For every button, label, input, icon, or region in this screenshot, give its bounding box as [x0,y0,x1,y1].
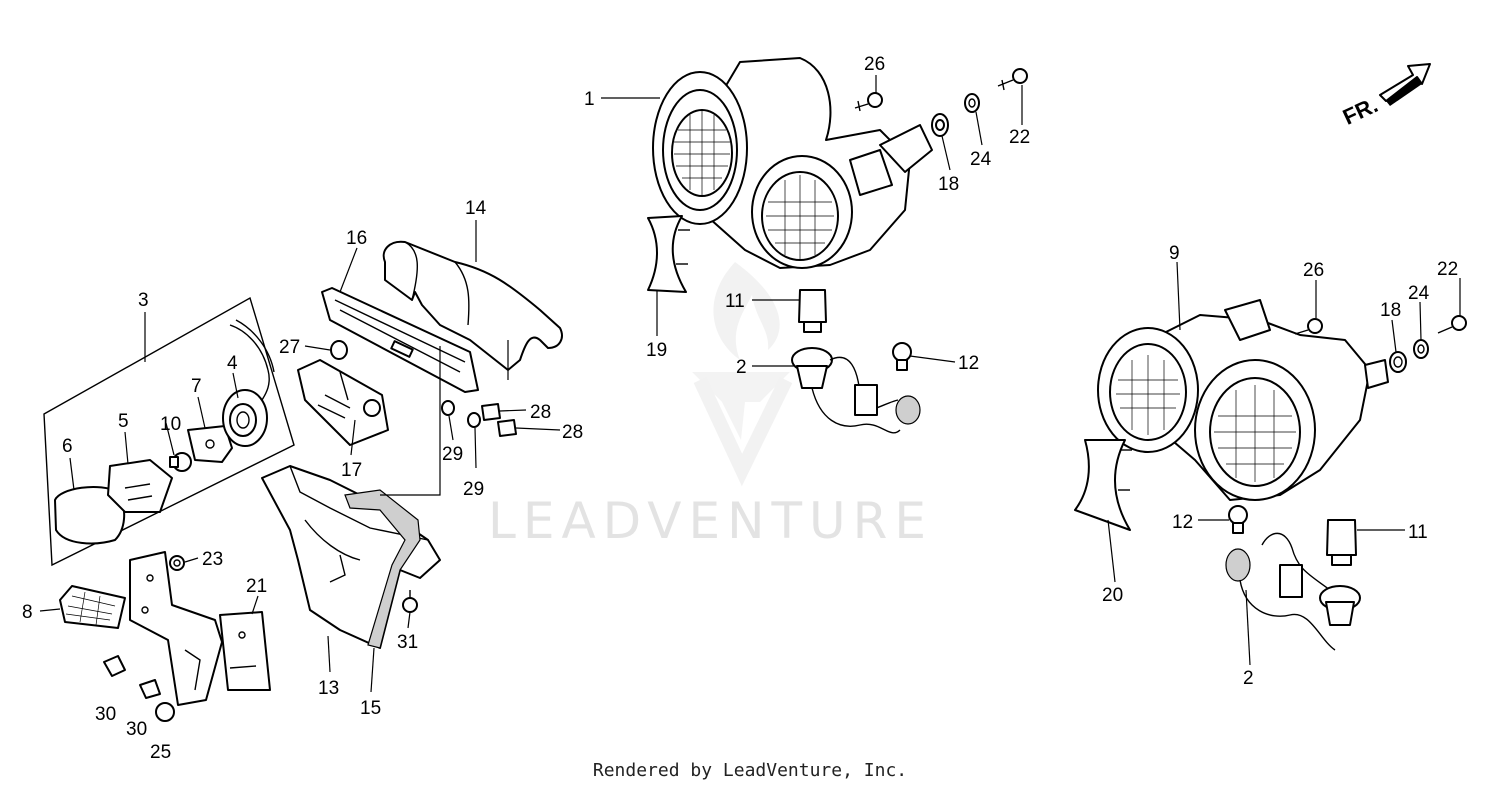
callout-26: 26 [1303,260,1324,281]
callout-28: 28 [530,402,551,423]
callout-15: 15 [360,698,381,719]
callout-2: 2 [1243,668,1254,689]
bolt-part-30-b [139,679,161,699]
callout-21: 21 [246,576,267,597]
callout-17: 17 [341,460,362,481]
screw-part-31 [402,590,418,613]
bolt-part-30-a [103,655,126,677]
bracket-part-17 [297,359,389,446]
footer-credit: Rendered by LeadVenture, Inc. [592,760,908,781]
callout-16: 16 [346,228,367,249]
callout-22: 22 [1009,127,1030,148]
callout-12: 12 [958,353,979,374]
taillight-assembly-upper [652,57,933,269]
washer-part-29-b [467,412,481,428]
socket-harness-part-2-right [1225,532,1361,651]
callout-6: 6 [62,436,73,457]
nut-part-28-b [497,419,517,437]
nut-part-18-right [1389,351,1407,373]
callout-2: 2 [736,357,747,378]
callout-18: 18 [1380,300,1401,321]
watermark-logo [692,262,793,487]
screw-part-26-right [1294,318,1323,335]
taillight-assembly-right [1097,299,1389,501]
callout-11: 11 [725,291,745,312]
callout-3: 3 [138,290,149,311]
front-direction-marker: FR. [1339,63,1431,130]
bolt-part-23 [169,555,185,571]
bulb-part-12-right [1228,505,1248,534]
reflector-part-8 [59,585,126,629]
bracket-part-16 [321,287,479,393]
watermark-text: LEADVENTURE [488,492,933,550]
callout-14: 14 [465,198,487,219]
nut-part-28-a [481,403,501,421]
housing-part-4 [222,319,275,447]
license-light-cover-part-5 [107,459,173,513]
callout-5: 5 [118,411,129,432]
nut-part-25 [155,702,175,722]
callout-28: 28 [562,422,583,443]
callout-23: 23 [202,549,223,570]
callout-8: 8 [22,602,33,623]
bulb-part-12-upper [892,342,912,371]
callout-29: 29 [442,444,463,465]
washer-part-24-right [1413,339,1429,359]
license-light-group-box [43,296,295,567]
washer-part-24-upper [964,93,980,113]
nut-part-18-upper [931,113,949,137]
reflector-part-19 [647,215,690,293]
callout-20: 20 [1102,585,1123,606]
fender-part-15 [344,489,421,649]
callout-26: 26 [864,54,885,75]
grommet-part-27 [330,340,348,360]
reflector-part-20 [1074,439,1132,531]
fender-part-13 [261,465,441,649]
callout-10: 10 [160,414,181,435]
screw-part-22-right [1437,315,1467,334]
callout-25: 25 [150,742,171,763]
callout-29: 29 [463,479,484,500]
callout-4: 4 [227,353,238,374]
callout-13: 13 [318,678,339,699]
callout-18: 18 [938,174,959,195]
callout-30: 30 [126,719,147,740]
bulb-part-11-upper [798,289,827,333]
callout-27: 27 [279,337,300,358]
callout-12: 12 [1172,512,1193,533]
callout-22: 22 [1437,259,1458,280]
screw-part-22-upper [997,68,1028,91]
callout-11: 11 [1408,522,1428,543]
callout-30: 30 [95,704,116,725]
callout-24: 24 [1408,283,1430,304]
direction-label: FR. [1339,92,1382,130]
license-bracket [129,551,271,706]
callout-19: 19 [646,340,667,361]
socket-harness-part-2-upper [791,347,921,434]
bulb-part-10 [169,452,192,472]
callout-7: 7 [191,376,202,397]
washer-part-29-a [441,400,455,416]
callout-24: 24 [970,149,992,170]
socket-part-7 [187,425,233,463]
leader-lines [39,75,1461,693]
screw-part-26-upper [854,92,883,112]
bulb-part-11-right [1326,519,1357,566]
callout-9: 9 [1169,243,1180,264]
license-light-lens-part-6 [54,485,126,545]
callout-labels: 1 26 22 24 18 19 11 2 12 9 26 18 24 22 2… [22,54,1458,763]
callout-31: 31 [397,632,418,653]
cover-part-14 [382,240,563,371]
callout-1: 1 [584,89,595,110]
